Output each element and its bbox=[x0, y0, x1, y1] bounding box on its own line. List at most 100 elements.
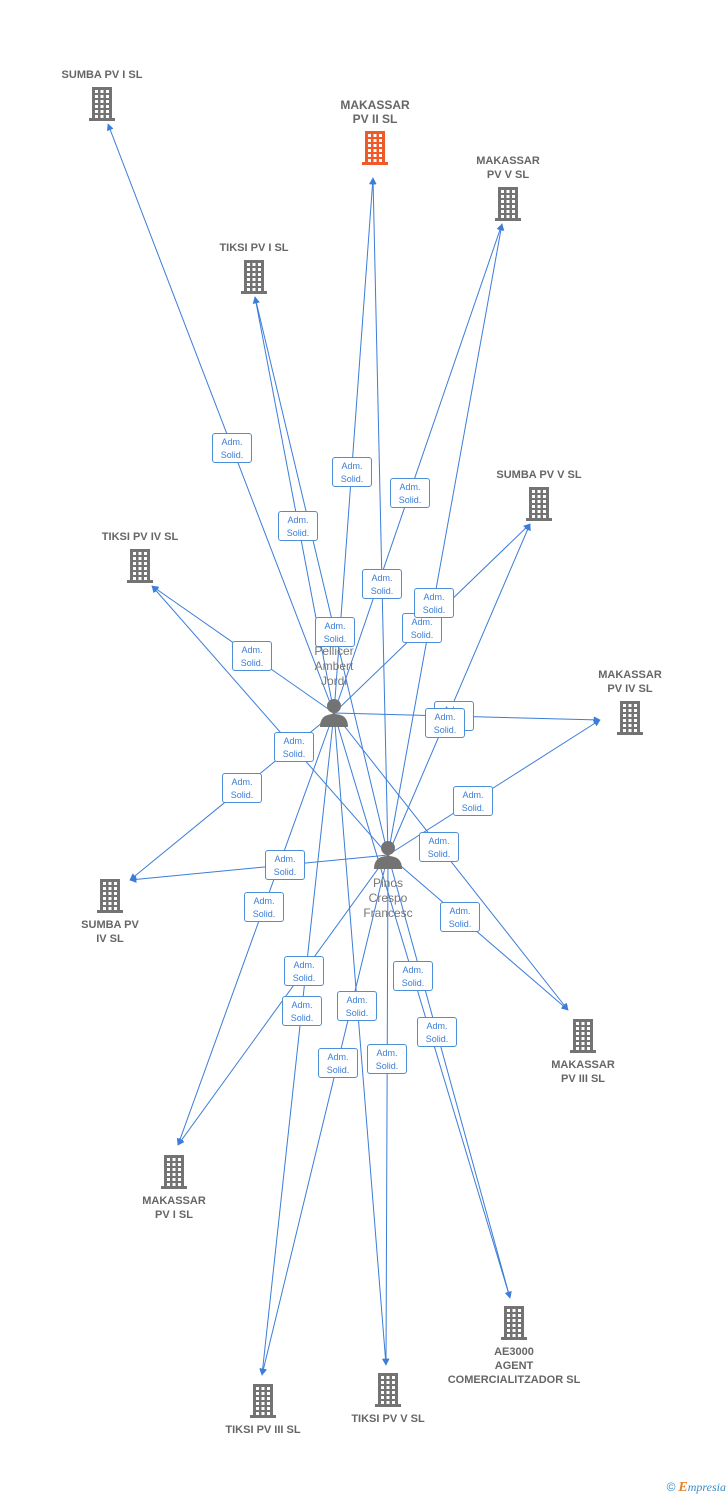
company-building-icon[interactable] bbox=[501, 1306, 527, 1340]
edge-label-p1-c11[interactable]: Adm.Solid. bbox=[393, 961, 433, 991]
relation-edge-p2-c6 bbox=[151, 585, 389, 856]
edge-label-p2-c9[interactable]: Adm.Solid. bbox=[440, 902, 480, 932]
company-building-icon[interactable] bbox=[617, 701, 643, 735]
edge-label-p2-c10[interactable]: Adm.Solid. bbox=[284, 956, 324, 986]
edge-role: Adm. bbox=[274, 854, 296, 864]
edge-label-p2-c6[interactable]: Adm. Solid. bbox=[274, 732, 314, 762]
edge-type: Solid. bbox=[286, 528, 310, 538]
relation-edge-p1-c10 bbox=[176, 712, 335, 1146]
edge-label-p1-c3[interactable]: Adm.Solid. bbox=[390, 478, 430, 508]
edge-type: Solid. bbox=[375, 1061, 399, 1071]
company-name-c5[interactable]: SUMBA PV V SL bbox=[464, 468, 614, 482]
company-building-icon[interactable] bbox=[97, 879, 123, 913]
company-name-c1[interactable]: SUMBA PV I SL bbox=[27, 68, 177, 82]
company-name-c13[interactable]: TIKSI PV III SL bbox=[188, 1423, 338, 1437]
edge-label-p2-c12[interactable]: Adm.Solid. bbox=[367, 1044, 407, 1074]
relation-edge-p2-c8 bbox=[129, 854, 389, 883]
edge-type: Solid. bbox=[240, 658, 264, 668]
company-building-icon[interactable] bbox=[89, 87, 115, 121]
company-building-icon[interactable] bbox=[161, 1155, 187, 1189]
company-name-c6[interactable]: TIKSI PV IV SL bbox=[65, 530, 215, 544]
edge-label-p1-c4[interactable]: Adm. Solid. bbox=[278, 511, 318, 541]
company-building-icon[interactable] bbox=[375, 1373, 401, 1407]
company-name-c12[interactable]: TIKSI PV V SL bbox=[313, 1412, 463, 1426]
edge-label-p1-c6[interactable]: Adm.Solid. bbox=[232, 641, 272, 671]
edge-type: Solid. bbox=[220, 450, 244, 460]
company-name-line: AE3000 bbox=[494, 1346, 534, 1358]
edge-label-p1-c9[interactable]: Adm.Solid. bbox=[419, 832, 459, 862]
edge-label-p2-c3[interactable]: Adm.Solid. bbox=[414, 588, 454, 618]
edge-label-p2-c5[interactable]: Adm.Solid. bbox=[425, 708, 465, 738]
company-name-line: TIKSI PV I SL bbox=[219, 242, 289, 254]
brand-initial: E bbox=[678, 1480, 688, 1495]
edge-type: Solid. bbox=[425, 1034, 449, 1044]
edge-type: Solid. bbox=[282, 749, 306, 759]
company-name-line: IV SL bbox=[96, 933, 124, 945]
company-name-c4[interactable]: TIKSI PV I SL bbox=[179, 241, 329, 255]
relation-edge-p2-c9 bbox=[387, 854, 569, 1011]
company-name-line: TIKSI PV V SL bbox=[351, 1413, 425, 1425]
edge-type: Solid. bbox=[422, 605, 446, 615]
company-name-line: MAKASSAR bbox=[598, 669, 662, 681]
edge-label-p2-c13[interactable]: Adm.Solid. bbox=[318, 1048, 358, 1078]
edge-type: Solid. bbox=[410, 630, 434, 640]
edge-label-p2-c8[interactable]: Adm. Solid. bbox=[265, 850, 305, 880]
company-name-line: PV I SL bbox=[155, 1209, 193, 1221]
person-name-line: Crespo bbox=[368, 891, 408, 905]
person-name-line: Pellicer bbox=[314, 644, 354, 658]
company-name-line: MAKASSAR bbox=[340, 98, 410, 112]
person-icon[interactable] bbox=[374, 841, 402, 869]
edge-type: Solid. bbox=[292, 973, 316, 983]
edge-label-p1-c2[interactable]: Adm.Solid. bbox=[332, 457, 372, 487]
relation-edge-p2-c11 bbox=[387, 854, 512, 1299]
edge-role: Adm. bbox=[283, 736, 305, 746]
edge-type: Solid. bbox=[290, 1013, 314, 1023]
copyright-symbol: © bbox=[666, 1480, 676, 1494]
edge-label-p2-c4[interactable]: Adm.Solid. bbox=[315, 617, 355, 647]
edge-role: Adm. bbox=[287, 515, 309, 525]
company-building-icon[interactable] bbox=[250, 1384, 276, 1418]
company-building-icon[interactable] bbox=[241, 260, 267, 294]
edge-role: Adm. bbox=[399, 482, 421, 492]
person-name-line: Ambert bbox=[314, 659, 354, 673]
relation-edge-p2-c12 bbox=[382, 854, 390, 1366]
person-icon[interactable] bbox=[320, 699, 348, 727]
brand-name: mpresia bbox=[687, 1480, 726, 1494]
person-name-line: Francesc bbox=[363, 906, 413, 920]
edge-role: Adm. bbox=[402, 965, 424, 975]
edge-role: Adm. bbox=[434, 712, 456, 722]
edge-label-p2-c2[interactable]: Adm.Solid. bbox=[362, 569, 402, 599]
edge-type: Solid. bbox=[448, 919, 472, 929]
edge-label-p2-c11[interactable]: Adm. Solid. bbox=[417, 1017, 457, 1047]
edge-role: Adm. bbox=[426, 1021, 448, 1031]
edge-label-p1-c8[interactable]: Adm.Solid. bbox=[222, 773, 262, 803]
company-building-icon[interactable] bbox=[526, 487, 552, 521]
edge-type: Solid. bbox=[273, 867, 297, 877]
company-building-icon[interactable] bbox=[495, 187, 521, 221]
company-name-c7[interactable]: MAKASSAR PV IV SL bbox=[555, 668, 705, 696]
company-building-icon[interactable] bbox=[570, 1019, 596, 1053]
edge-label-p1-c13[interactable]: Adm.Solid. bbox=[282, 996, 322, 1026]
company-building-icon[interactable] bbox=[127, 549, 153, 583]
edge-label-p1-c12[interactable]: Adm.Solid. bbox=[337, 991, 377, 1021]
edge-label-p1-c5[interactable]: Adm. Solid. bbox=[402, 613, 442, 643]
company-name-line: PV III SL bbox=[560, 1073, 605, 1085]
edge-type: Solid. bbox=[370, 586, 394, 596]
edge-label-p1-c10[interactable]: Adm.Solid. bbox=[244, 892, 284, 922]
edge-role: Adm. bbox=[411, 617, 433, 627]
company-name-line: PV IV SL bbox=[607, 683, 653, 695]
company-building-icon[interactable] bbox=[362, 131, 388, 165]
edge-label-p2-c7[interactable]: Adm.Solid. bbox=[453, 786, 493, 816]
edge-type: Solid. bbox=[461, 803, 485, 813]
empresia-logo[interactable]: © Empresia bbox=[667, 1480, 726, 1496]
edge-label-p1-c1[interactable]: Adm.Solid. bbox=[212, 433, 252, 463]
